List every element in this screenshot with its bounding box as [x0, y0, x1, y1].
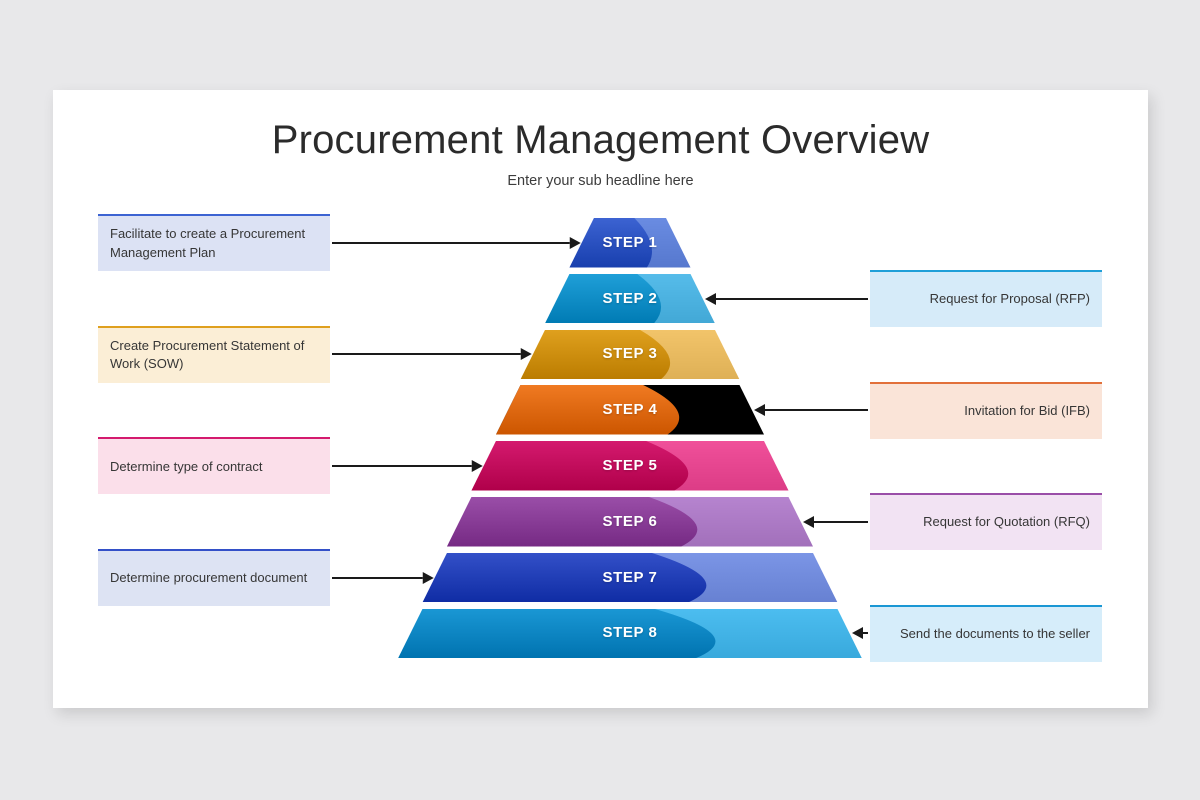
- right-callout-box[interactable]: Invitation for Bid (IFB): [870, 381, 1102, 439]
- pyramid-band[interactable]: [370, 385, 890, 435]
- left-callout-box[interactable]: Determine procurement document: [98, 549, 330, 607]
- page-subtitle: Enter your sub headline here: [507, 173, 694, 189]
- pyramid-band[interactable]: [370, 441, 890, 491]
- left-callout-box[interactable]: Create Procurement Statement of Work (SO…: [98, 325, 330, 383]
- left-connector-arrow: [332, 570, 434, 586]
- right-connector-arrow: [704, 291, 868, 307]
- right-callout-box[interactable]: Send the documents to the seller: [870, 604, 1102, 662]
- pyramid-band[interactable]: [370, 497, 890, 547]
- left-connector-arrow: [332, 346, 532, 362]
- callout-text: Facilitate to create a Procurement Manag…: [110, 225, 306, 260]
- right-callout-box[interactable]: Request for Proposal (RFP): [870, 270, 1102, 328]
- pyramid-band[interactable]: [370, 218, 890, 268]
- pyramid-band[interactable]: [370, 329, 890, 380]
- right-callout-box[interactable]: Request for Quotation (RFQ): [870, 493, 1102, 551]
- callout-text: Send the documents to the seller: [899, 625, 1090, 641]
- page-title: Procurement Management Overview: [271, 118, 930, 162]
- pyramid-band[interactable]: [370, 552, 890, 603]
- right-connector-arrow: [802, 514, 868, 530]
- callout-text: Request for Proposal (RFP): [929, 291, 1090, 307]
- pyramid-band[interactable]: [370, 608, 890, 659]
- callout-text: Invitation for Bid (IFB): [964, 402, 1090, 418]
- right-connector-arrow: [753, 402, 868, 418]
- callout-text: Determine type of contract: [110, 458, 263, 474]
- callout-text: Create Procurement Statement of Work (SO…: [110, 337, 305, 372]
- left-callout-box[interactable]: Facilitate to create a Procurement Manag…: [98, 214, 330, 272]
- callout-text: Request for Quotation (RFQ): [923, 514, 1090, 530]
- callout-text: Determine procurement document: [110, 570, 308, 586]
- pyramid-band[interactable]: [370, 273, 890, 324]
- right-connector-arrow: [851, 625, 868, 641]
- slide-card: Procurement Management Overview Enter yo…: [53, 90, 1148, 708]
- left-connector-arrow: [332, 458, 483, 474]
- left-connector-arrow: [332, 235, 581, 251]
- left-callout-box[interactable]: Determine type of contract: [98, 437, 330, 495]
